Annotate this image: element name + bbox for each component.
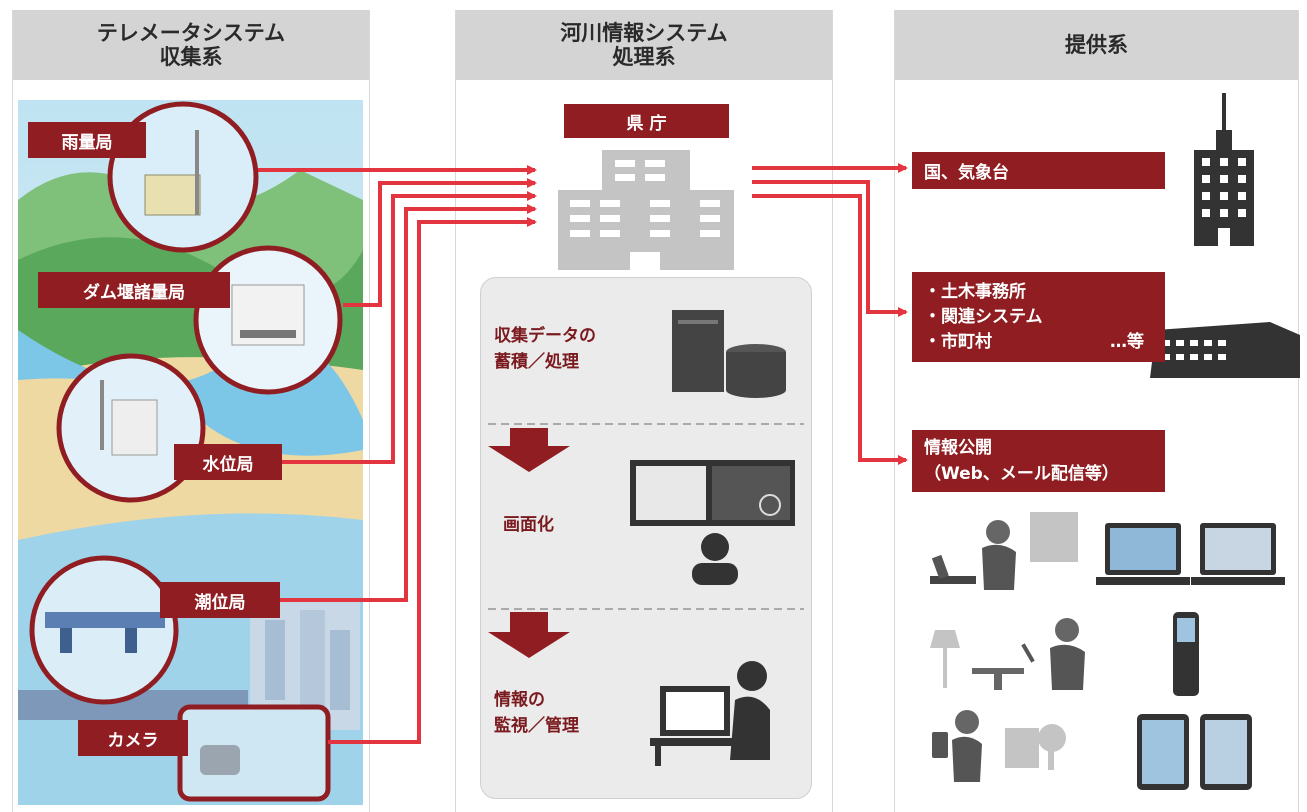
person-tablet-icon bbox=[932, 710, 1066, 782]
process-column-header: 河川情報システム 処理系 bbox=[456, 10, 832, 80]
step3-text: 情報の 監視／管理 bbox=[494, 687, 579, 739]
water-station-label: 水位局 bbox=[174, 444, 282, 480]
down-arrow-1 bbox=[488, 428, 570, 472]
public-line2: （Web、メール配信等） bbox=[924, 464, 1119, 484]
office-line3-text: ・市町村 bbox=[924, 331, 992, 352]
step3-line1: 情報の bbox=[494, 690, 545, 710]
step3-line2: 監視／管理 bbox=[494, 716, 579, 736]
step1-line1: 収集データの bbox=[494, 326, 596, 346]
collect-title-line1: テレメータシステム bbox=[96, 21, 286, 45]
provide-title: 提供系 bbox=[1065, 33, 1128, 57]
person-laptop-icon bbox=[930, 512, 1078, 590]
step1-line2: 蓄積／処理 bbox=[494, 352, 579, 372]
prefecture-building-icon bbox=[558, 150, 734, 270]
prefecture-label: 県 庁 bbox=[564, 104, 729, 138]
monitor-wall-icon bbox=[630, 460, 795, 585]
office-label: ・土木事務所 ・関連システム ・市町村 …等 bbox=[912, 272, 1165, 362]
collect-column-header: テレメータシステム 収集系 bbox=[13, 10, 369, 80]
provide-column-header: 提供系 bbox=[895, 10, 1298, 80]
process-title-line1: 河川情報システム bbox=[560, 21, 728, 45]
office-line3: ・市町村 …等 bbox=[924, 330, 1144, 355]
input-arrows bbox=[258, 165, 537, 744]
tablet-icon-1 bbox=[1137, 714, 1189, 790]
laptop-icon-1 bbox=[1096, 523, 1190, 585]
public-label: 情報公開 （Web、メール配信等） bbox=[912, 430, 1165, 492]
station-dam-icon bbox=[193, 245, 343, 395]
station-tide-icon bbox=[29, 555, 179, 705]
office-line1: ・土木事務所 bbox=[924, 281, 1026, 302]
office-etc: …等 bbox=[1110, 331, 1144, 352]
station-water-icon bbox=[56, 353, 206, 503]
provide-column: 提供系 bbox=[894, 10, 1299, 812]
operator-desk-icon bbox=[650, 661, 770, 766]
tablet-icon-2 bbox=[1200, 714, 1252, 790]
tide-station-label: 潮位局 bbox=[160, 582, 280, 618]
tower-building-icon bbox=[1194, 93, 1254, 246]
down-arrow-2 bbox=[488, 612, 570, 658]
process-column: 河川情報システム 処理系 bbox=[455, 10, 833, 812]
station-camera-icon bbox=[177, 704, 331, 802]
office-line2: ・関連システム bbox=[924, 306, 1043, 327]
collect-title-line2: 収集系 bbox=[159, 45, 223, 69]
mobile-phone-icon bbox=[1173, 612, 1199, 696]
camera-label: カメラ bbox=[78, 720, 188, 756]
step1-text: 収集データの 蓄積／処理 bbox=[494, 323, 596, 375]
rain-station-label: 雨量局 bbox=[28, 122, 146, 158]
person-cafe-icon bbox=[930, 618, 1085, 690]
dam-station-label: ダム堰諸量局 bbox=[38, 272, 230, 308]
office-building-icon bbox=[1150, 322, 1300, 378]
process-dividers bbox=[488, 423, 804, 610]
public-line1: 情報公開 bbox=[924, 438, 992, 458]
step2-text: 画面化 bbox=[503, 515, 554, 535]
output-arrows bbox=[752, 163, 908, 465]
process-title-line2: 処理系 bbox=[612, 45, 676, 69]
collect-column: テレメータシステム 収集系 bbox=[12, 10, 370, 812]
station-rain-icon bbox=[107, 101, 259, 253]
national-label: 国、気象台 bbox=[912, 152, 1165, 189]
laptop-icon-2 bbox=[1191, 523, 1285, 585]
server-icon bbox=[672, 310, 786, 398]
